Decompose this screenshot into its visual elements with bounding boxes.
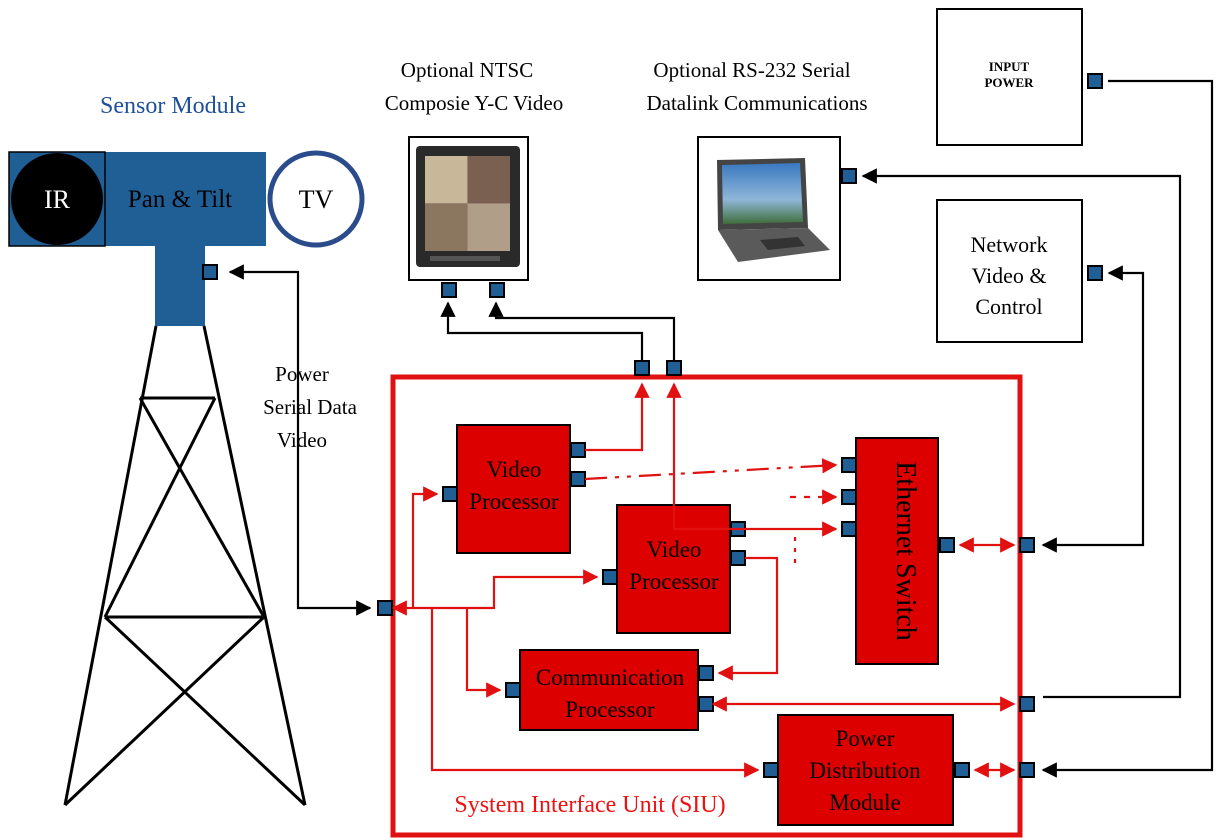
sensor-module-title: Sensor Module	[100, 93, 246, 119]
siu-title: System Interface Unit (SIU)	[454, 792, 725, 818]
tv-sensor	[267, 150, 365, 248]
power-distribution-module: Power Distribution Module	[763, 714, 970, 826]
network-label-3: Control	[975, 294, 1042, 319]
laptop-port	[841, 168, 857, 184]
external-connections	[440, 79, 1214, 778]
cable-label-video: Video	[277, 428, 327, 452]
laptop-label-1: Optional RS-232 Serial	[653, 58, 850, 82]
monitor-port-1	[441, 282, 457, 298]
siu-port-monitor-1	[634, 360, 650, 376]
network-label-2: Video &	[971, 263, 1046, 288]
pan-tilt-body	[103, 152, 266, 246]
ethernet-switch-label: Ethernet Switch	[890, 461, 921, 641]
monitor-label-1: Optional NTSC	[401, 58, 533, 82]
laptop	[697, 136, 857, 281]
siu-port-power	[1019, 762, 1035, 778]
comm-processor-label-2: Processor	[565, 697, 655, 722]
cable-label-serial: Serial Data	[263, 395, 358, 419]
network-box: Network Video & Control	[936, 199, 1103, 343]
sensor-module: IR Pan & Tilt TV	[8, 150, 365, 326]
input-power-label-1: INPUT	[989, 59, 1030, 74]
ethernet-switch: Ethernet Switch	[841, 437, 955, 665]
laptop-screen	[722, 163, 803, 224]
sensor-cable	[228, 264, 372, 616]
network-port	[1087, 265, 1103, 281]
power-dist-label-3: Module	[829, 790, 901, 815]
video-processor-1-label-2: Processor	[469, 489, 559, 514]
sensor-port	[202, 264, 218, 280]
tv-label: TV	[299, 185, 334, 214]
pan-tilt-mast	[155, 240, 205, 326]
input-power-port	[1087, 73, 1103, 89]
video-processor-1: Video Processor	[442, 424, 586, 554]
input-power-box: INPUT POWER	[936, 8, 1103, 146]
monitor-port-2	[489, 282, 505, 298]
ir-label: IR	[44, 185, 71, 214]
cable-label-power: Power	[275, 362, 329, 386]
power-dist-label-2: Distribution	[809, 758, 921, 783]
video-processor-2-label-2: Processor	[629, 569, 719, 594]
laptop-label-2: Datalink Communications	[646, 91, 867, 115]
network-label-1: Network	[971, 232, 1048, 257]
video-processor-1-label-1: Video	[487, 457, 542, 482]
siu-port-monitor-2	[666, 360, 682, 376]
monitor-label-2: Composie Y-C Video	[385, 91, 563, 115]
internal-wiring	[391, 382, 1016, 778]
communication-processor: Communication Processor	[505, 649, 714, 731]
comm-processor-label-1: Communication	[536, 665, 685, 690]
monitor	[408, 136, 529, 298]
video-processor-2-label-1: Video	[647, 537, 702, 562]
power-dist-label-1: Power	[836, 726, 895, 751]
siu-port-sensor	[377, 600, 393, 616]
siu-port-laptop	[1019, 696, 1035, 712]
ir-sensor	[11, 153, 103, 245]
pan-tilt-label: Pan & Tilt	[128, 186, 232, 213]
input-power-label-2: POWER	[984, 75, 1034, 90]
siu-port-network	[1019, 537, 1035, 553]
